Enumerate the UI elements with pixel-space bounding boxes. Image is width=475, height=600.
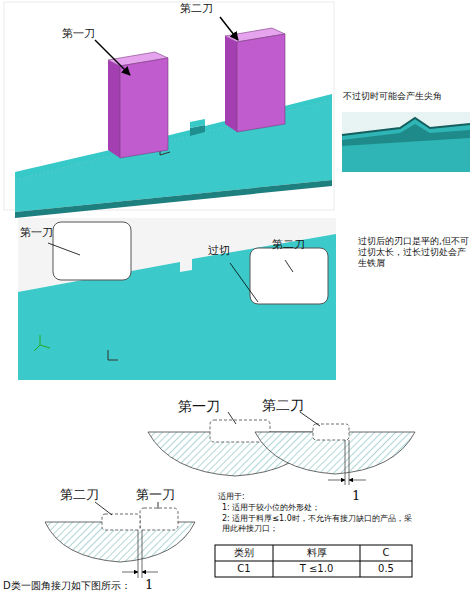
note-text: 适用于:: [218, 492, 245, 502]
callout-label: 第一刀: [178, 398, 220, 415]
table-cell: T ≤1.0: [273, 563, 360, 575]
top-view: [18, 218, 336, 380]
table-grid: [215, 545, 412, 577]
note-text: 过切后的刃口是平的,但不可过切太长，过长过切处会产生铁屑: [358, 236, 470, 268]
table-cell: C: [360, 547, 412, 559]
callout-label: 第一刀: [136, 487, 175, 503]
cut-sections: [45, 412, 415, 578]
note-text: 不过切时可能会产生尖角: [343, 91, 442, 102]
note-text: 1: 适用于较小位的外形处；: [222, 503, 320, 513]
caption-text: D类一圆角接刀如下图所示：: [3, 580, 131, 592]
callout-label: 第二刀: [180, 2, 213, 15]
table-cell: 料厚: [273, 547, 360, 559]
callout-label: 第一刀: [20, 226, 53, 239]
callout-label: 第二刀: [60, 487, 99, 503]
callout-label: 第二刀: [272, 238, 305, 251]
scene-3d: [4, 2, 334, 218]
note-text: 2: 适用于料厚≤1.0时，不允许有接刀缺口的产品，采用此种接刀口；: [222, 514, 412, 533]
callout-label: 过切: [208, 244, 230, 257]
table-cell: 类别: [215, 547, 273, 559]
table-cell: C1: [215, 563, 273, 575]
table-cell: 0.5: [360, 563, 412, 575]
dimension: 1: [145, 577, 153, 593]
callout-label: 第二刀: [262, 397, 304, 414]
dimension: 1: [352, 488, 360, 504]
corner-image: [342, 112, 470, 172]
callout-label: 第一刀: [62, 27, 95, 40]
